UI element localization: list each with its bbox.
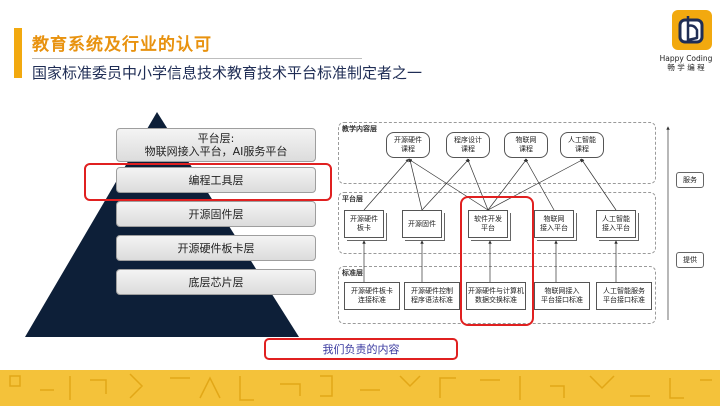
pyramid-layer-firmware: 开源固件层 xyxy=(116,201,316,227)
pyramid-layer-label: 编程工具层 xyxy=(188,173,244,187)
pyramid-layer-label: 平台层: 物联网接入平台，AI服务平台 xyxy=(144,132,288,158)
pyramid-layer-label: 开源硬件板卡层 xyxy=(177,241,255,255)
platform-label: 人工智能 接入平台 xyxy=(602,215,630,232)
platform-label: 物联网 接入平台 xyxy=(540,215,568,232)
page-subtitle: 国家标准委员中小学信息技术教育技术平台标准制定者之一 xyxy=(32,64,423,82)
footer-decoration xyxy=(0,370,720,406)
course-box: 开源硬件 课程 xyxy=(386,132,430,158)
service-tag: 服务 xyxy=(676,172,704,188)
platform-layer-panel xyxy=(338,192,656,254)
course-label: 物联网 课程 xyxy=(515,136,537,153)
title-divider xyxy=(32,58,362,59)
platform-label: 开源硬件 板卡 xyxy=(350,215,378,232)
standard-label: 开源硬件板卡 连接标准 xyxy=(351,287,393,304)
standard-box: 开源硬件板卡 连接标准 xyxy=(344,282,400,310)
logo-line2: 畅 学 编 程 xyxy=(667,63,705,72)
page-title: 教育系统及行业的认可 xyxy=(32,35,212,55)
responsibility-callout: 我们负责的内容 xyxy=(264,338,458,360)
logo-line1: Happy Coding xyxy=(659,54,713,63)
course-box: 程序设计 课程 xyxy=(446,132,490,158)
standard-box: 开源硬件控制 程序语法标准 xyxy=(404,282,460,310)
standard-box: 开源硬件与计算机 数据交换标准 xyxy=(466,282,526,310)
pyramid-layer-chip: 底层芯片层 xyxy=(116,269,316,295)
platform-label: 软件开发 平台 xyxy=(474,215,502,232)
standard-layer-label: 标准层 xyxy=(342,269,363,277)
standard-box: 物联网接入 平台接口标准 xyxy=(534,282,590,310)
pyramid-layer-hardware-board: 开源硬件板卡层 xyxy=(116,235,316,261)
course-label: 人工智能 课程 xyxy=(568,136,596,153)
pyramid-layer-label: 底层芯片层 xyxy=(188,275,244,289)
teaching-layer-label: 教学内容层 xyxy=(342,125,377,133)
teaching-layer-panel xyxy=(338,122,656,184)
platform-box: 人工智能 接入平台 xyxy=(596,210,636,238)
highlight-software-platform xyxy=(460,196,534,326)
course-box: 物联网 课程 xyxy=(504,132,548,158)
footer-pattern xyxy=(9,373,712,401)
provide-tag: 提供 xyxy=(676,252,704,268)
logo-text: Happy Coding 畅 学 编 程 xyxy=(653,54,719,72)
happy-coding-logo xyxy=(670,8,714,54)
pyramid-layer-platform: 平台层: 物联网接入平台，AI服务平台 xyxy=(116,128,316,162)
platform-box: 开源固件 xyxy=(402,210,442,238)
course-label: 开源硬件 课程 xyxy=(394,136,422,153)
pyramid-layer-label: 开源固件层 xyxy=(188,207,244,221)
platform-box: 开源硬件 板卡 xyxy=(344,210,384,238)
platform-box: 软件开发 平台 xyxy=(468,210,508,238)
standard-label: 开源硬件与计算机 数据交换标准 xyxy=(468,287,524,304)
hand-cursor-icon xyxy=(672,10,712,50)
course-label: 程序设计 课程 xyxy=(454,136,482,153)
highlight-programming-tools xyxy=(84,163,332,201)
platform-layer-label: 平台层 xyxy=(342,195,363,203)
standard-label: 开源硬件控制 程序语法标准 xyxy=(411,287,453,304)
course-box: 人工智能 课程 xyxy=(560,132,604,158)
platform-label: 开源固件 xyxy=(408,219,436,228)
standard-layer-panel xyxy=(338,266,656,324)
pyramid-layer-programming-tools: 编程工具层 xyxy=(116,167,316,193)
standard-label: 物联网接入 平台接口标准 xyxy=(541,287,583,304)
standard-box: 人工智能服务 平台接口标准 xyxy=(596,282,652,310)
standard-label: 人工智能服务 平台接口标准 xyxy=(603,287,645,304)
platform-box: 物联网 接入平台 xyxy=(534,210,574,238)
title-accent-bar xyxy=(14,28,22,78)
